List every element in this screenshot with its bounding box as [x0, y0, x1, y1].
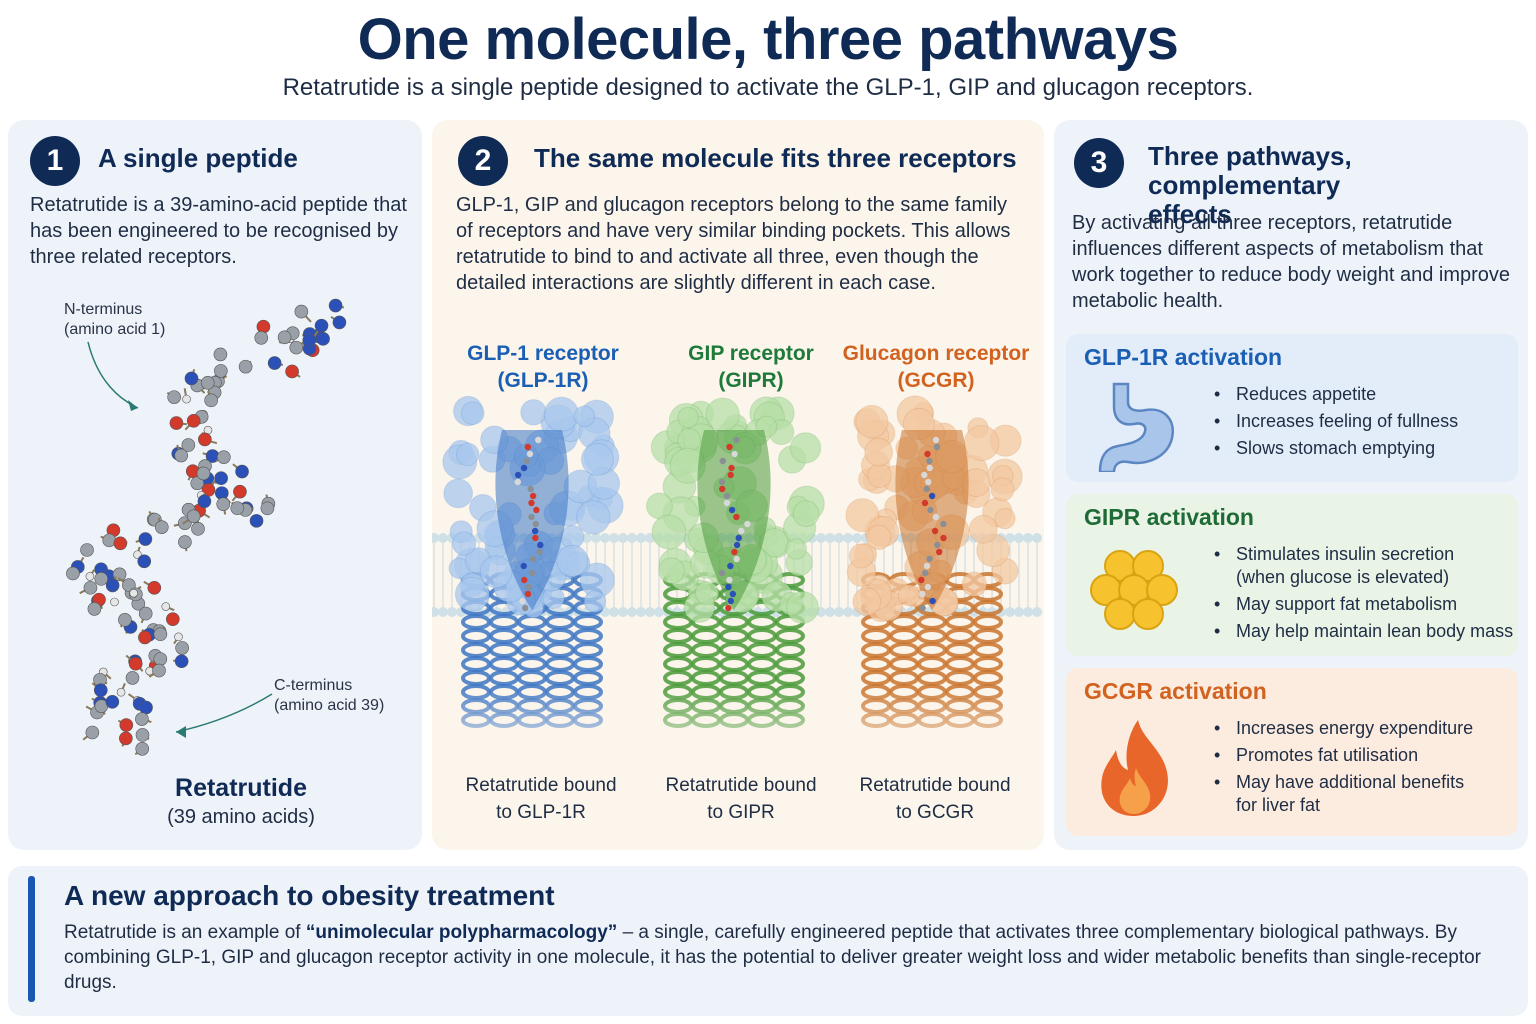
- effect-item: Slows stomach emptying: [1214, 436, 1458, 461]
- stomach-icon: [1098, 382, 1175, 472]
- receptor-title-gcg: Glucagon receptor(GCGR): [842, 342, 1030, 392]
- gcgr-effects-list: Increases energy expenditure Promotes fa…: [1214, 716, 1473, 820]
- effect-item: Stimulates insulin secretion: [1214, 542, 1513, 567]
- glp1r-activation-title: GLP-1R activation: [1084, 344, 1283, 370]
- callout-accent-bar: [28, 876, 35, 1002]
- effect-item: Increases energy expenditure: [1214, 716, 1473, 741]
- gipr-activation-box: GIPR activation Stimulates insulin secre…: [1066, 494, 1518, 656]
- effect-item: May support fat metabolism: [1214, 592, 1513, 617]
- receptor-title-gip: GIP receptor(GIPR): [688, 342, 814, 392]
- effect-item: Reduces appetite: [1214, 382, 1458, 407]
- flame-icon: [1101, 720, 1168, 816]
- panel1-body: Retatrutide is a 39-amino-acid peptide t…: [30, 194, 407, 268]
- gcgr-activation-title: GCGR activation: [1084, 678, 1267, 704]
- molecule-name: Retatrutide: [175, 774, 307, 802]
- summary-title: A new approach to obesity treatment: [64, 880, 555, 911]
- panel2-body: GLP-1, GIP and glucagon receptors belong…: [456, 194, 1011, 294]
- step-number-1: 1: [30, 136, 80, 186]
- effect-item: Increases feeling of fullness: [1214, 409, 1458, 434]
- panel-single-peptide: [8, 120, 422, 850]
- effect-item-continuation: (when glucose is elevated): [1236, 567, 1450, 587]
- effect-item-continuation: for liver fat: [1236, 795, 1321, 815]
- summary-text: Retatrutide is an example of “unimolecul…: [64, 922, 1481, 993]
- step-number-3: 3: [1074, 138, 1124, 188]
- glp1r-activation-box: GLP-1R activation Reduces appetite Incre…: [1066, 334, 1518, 482]
- step-number-2: 2: [458, 136, 508, 186]
- page-subtitle: Retatrutide is a single peptide designed…: [282, 74, 1254, 101]
- page-title: One molecule, three pathways: [357, 7, 1179, 72]
- n-terminus-label: N-terminus (amino acid 1): [64, 301, 166, 338]
- effect-item: May help maintain lean body mass: [1214, 619, 1513, 644]
- panel1-title: A single peptide: [98, 143, 298, 173]
- effect-item: May have additional benefits: [1214, 770, 1473, 795]
- fat-cells-icon: [1090, 550, 1178, 630]
- panel2-title: The same molecule fits three receptors: [534, 143, 1017, 173]
- gipr-effects-list: Stimulates insulin secretion (when gluco…: [1214, 542, 1513, 646]
- molecule-subtitle: (39 amino acids): [167, 806, 315, 828]
- glp1r-effects-list: Reduces appetite Increases feeling of fu…: [1214, 382, 1458, 463]
- receptor-illustration: [432, 395, 1044, 770]
- receptor-title-glp1: GLP-1 receptor(GLP-1R): [467, 342, 619, 392]
- gcgr-activation-box: GCGR activation Increases energy expendi…: [1066, 668, 1518, 836]
- effect-item: Promotes fat utilisation: [1214, 743, 1473, 768]
- peptide-molecule-illustration: [66, 298, 347, 756]
- summary-callout: A new approach to obesity treatment Reta…: [8, 866, 1528, 1016]
- panel3-body: By activating all three receptors, retat…: [1072, 212, 1511, 312]
- c-terminus-label: C-terminus (amino acid 39): [274, 677, 385, 714]
- gipr-activation-title: GIPR activation: [1084, 504, 1254, 530]
